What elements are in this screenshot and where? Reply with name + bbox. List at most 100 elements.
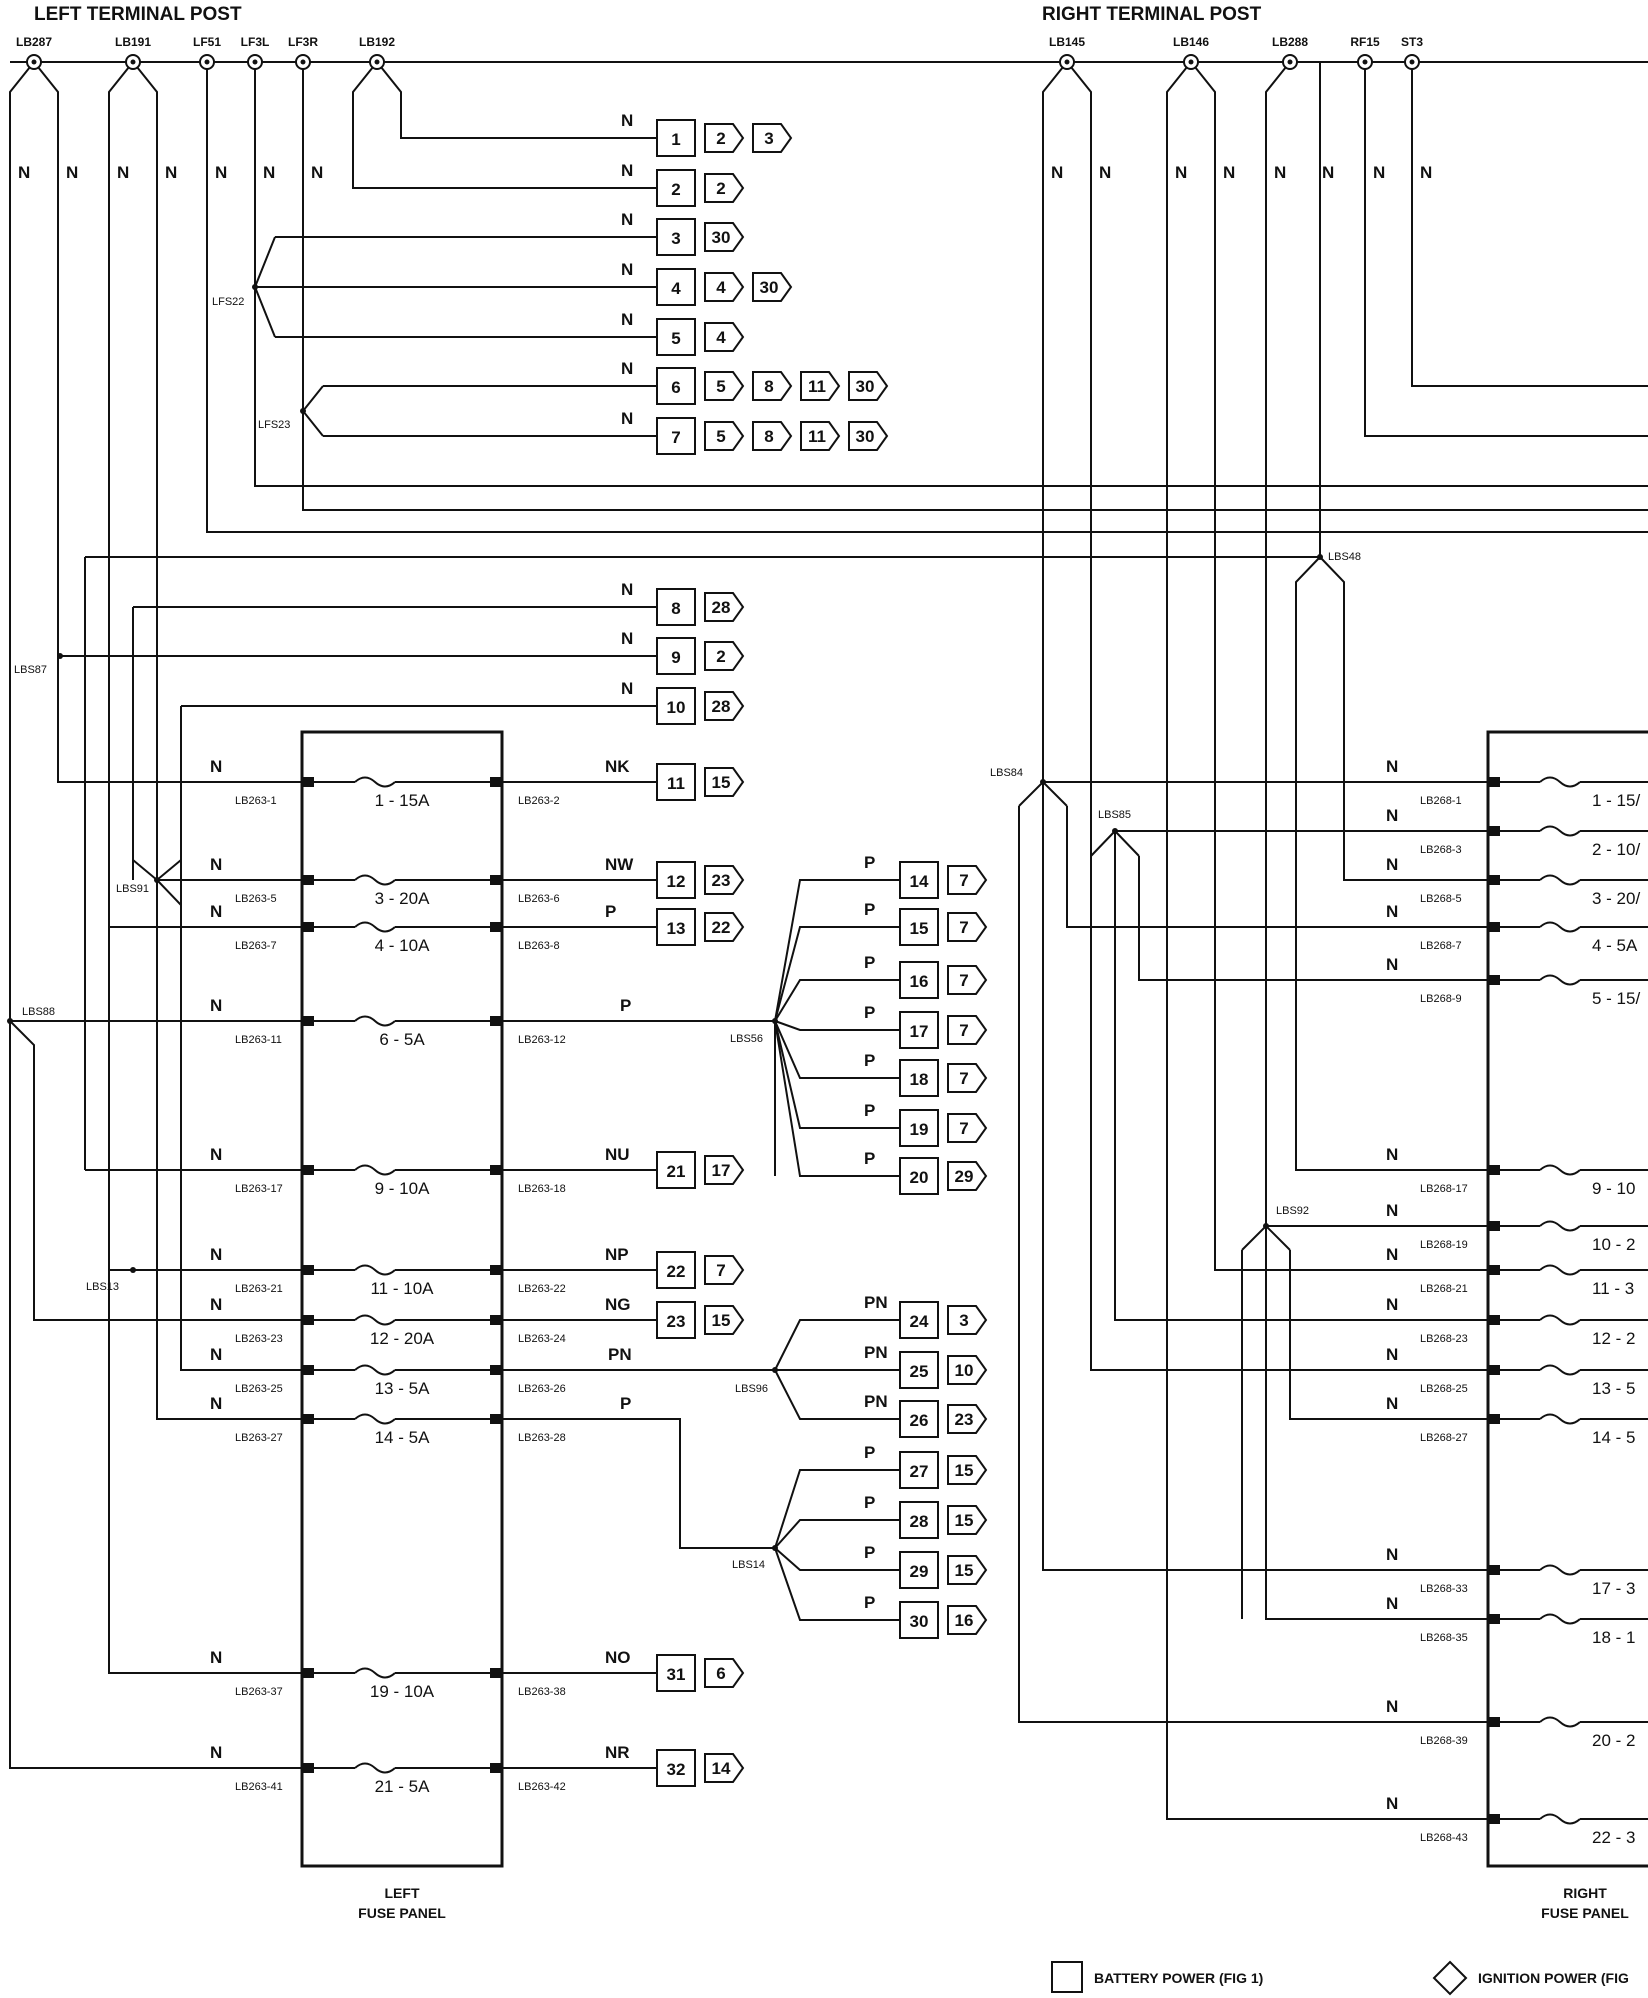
ignition-ref-arrow xyxy=(704,371,745,401)
ref-figure-number: 8 xyxy=(764,427,773,446)
circuit-number: 3 xyxy=(671,229,680,248)
ignition-ref-arrow xyxy=(947,1161,988,1191)
splice-dot xyxy=(1317,554,1323,560)
wire-lbs96-fan xyxy=(774,1369,900,1420)
right-fuse-in-terminal: LB268-19 xyxy=(1420,1239,1468,1251)
splice-lbs85: LBS85 xyxy=(1098,809,1131,821)
left-fuse-out-terminal: LB263-6 xyxy=(518,893,560,905)
splice-dot xyxy=(1040,779,1046,785)
left-post-label: LB287 xyxy=(16,35,52,49)
ignition-ref-arrow xyxy=(800,421,841,451)
circuit-number: 30 xyxy=(910,1612,929,1631)
left-fuse-label: 11 - 10A xyxy=(370,1279,434,1298)
left-fuse-in-terminal: LB263-21 xyxy=(235,1283,283,1295)
circuit-box xyxy=(656,861,696,899)
ignition-ref-arrow xyxy=(947,912,988,942)
circuit-box xyxy=(656,637,696,675)
left-fuse-in-terminal: LB263-23 xyxy=(235,1333,283,1345)
right-fuse-in-color: N xyxy=(1386,757,1398,776)
left-post-LB191-center xyxy=(130,59,136,65)
battery-power-legend: BATTERY POWER (FIG 1) xyxy=(1094,1970,1263,1986)
fuse-symbol xyxy=(354,1413,396,1425)
splice-dot xyxy=(772,1367,778,1373)
circuit-box xyxy=(899,1109,939,1147)
fuse-terminal xyxy=(1488,1315,1500,1325)
ignition-power-legend: IGNITION POWER (FIG xyxy=(1478,1970,1629,1986)
ignition-ref-arrow xyxy=(704,691,745,721)
right-fuse-panel-box xyxy=(1486,730,1648,1868)
out-wire-color: P xyxy=(605,902,616,921)
left-fuse-label: 13 - 5A xyxy=(375,1379,430,1398)
fuse-symbol xyxy=(1539,1564,1581,1576)
circuit-number: 24 xyxy=(910,1312,929,1331)
circuit-number: 12 xyxy=(667,872,686,891)
wire-lbs85-a xyxy=(1114,831,1488,1321)
right-fuse-in-color: N xyxy=(1386,855,1398,874)
right-fuse-in-terminal: LB268-23 xyxy=(1420,1333,1468,1345)
wire-rf15 xyxy=(1364,62,1648,437)
circuit-wire-color: PN xyxy=(864,1293,888,1312)
ref-figure-number: 2 xyxy=(716,129,725,148)
left-fuse-label: 19 - 10A xyxy=(370,1682,435,1701)
circuit-box xyxy=(899,1400,939,1438)
right-fuse-label: 20 - 2 xyxy=(1592,1731,1635,1750)
splice-lbs87: LBS87 xyxy=(14,664,47,676)
circuit-wire-color: N xyxy=(621,111,633,130)
circuit-number: 25 xyxy=(910,1362,929,1381)
left-panel-title-1: LEFT xyxy=(385,1885,420,1901)
left-post-LB192-center xyxy=(374,59,380,65)
left-fuse-in-color: N xyxy=(210,902,222,921)
left-fuse-out-terminal: LB263-2 xyxy=(518,795,560,807)
wire-lbs14-fan xyxy=(774,1469,900,1549)
right-post-label: ST3 xyxy=(1401,35,1423,49)
circuit-number: 13 xyxy=(667,919,686,938)
left-fuse-panel-box xyxy=(300,730,504,1868)
right-fuse-in-color: N xyxy=(1386,806,1398,825)
ignition-ref-arrow xyxy=(947,1404,988,1434)
right-panel-title-2: FUSE PANEL xyxy=(1541,1905,1629,1921)
ref-figure-number: 4 xyxy=(716,278,726,297)
right-post-label: LB146 xyxy=(1173,35,1209,49)
circuit-box xyxy=(656,1151,696,1189)
splice-lbs84: LBS84 xyxy=(990,767,1023,779)
out-wire-color: NR xyxy=(605,1743,630,1762)
circuit-wire-color: PN xyxy=(864,1343,888,1362)
circuit-number: 26 xyxy=(910,1411,929,1430)
right-fuse-in-terminal: LB268-5 xyxy=(1420,893,1462,905)
ignition-ref-arrow xyxy=(947,1113,988,1143)
wire-lbs84-b xyxy=(1066,806,1488,928)
wire-lb288-left xyxy=(1265,61,1488,1620)
fuse-terminal xyxy=(490,777,502,787)
fuse-terminal xyxy=(490,1315,502,1325)
splice-lbs88: LBS88 xyxy=(22,1006,55,1018)
circuit-wire-color: P xyxy=(864,1443,875,1462)
wire-color-n: N xyxy=(1322,163,1334,182)
splice-lbs13: LBS13 xyxy=(86,1281,119,1293)
fuse-terminal xyxy=(490,1265,502,1275)
left-fuse-label: 1 - 15A xyxy=(375,791,430,810)
left-fuse-out-terminal: LB263-38 xyxy=(518,1686,566,1698)
circuit-wire-color: N xyxy=(621,161,633,180)
circuit-wire-color: P xyxy=(864,1493,875,1512)
wire-lbs56-fan xyxy=(774,1020,900,1129)
ignition-power-legend-icon xyxy=(1432,1960,1468,1996)
wire-lbs56-fan xyxy=(774,926,900,1022)
out-wire-color: PN xyxy=(608,1345,632,1364)
wire-lb191-right xyxy=(132,61,302,1420)
splice-lbs92: LBS92 xyxy=(1276,1205,1309,1217)
out-wire-color: P xyxy=(620,1394,631,1413)
fuse-terminal xyxy=(490,1016,502,1026)
ref-figure-number: 28 xyxy=(712,598,731,617)
left-fuse-in-color: N xyxy=(210,1145,222,1164)
wire-color-n: N xyxy=(117,163,129,182)
circuit-number: 2 xyxy=(671,180,680,199)
circuit-box xyxy=(656,268,696,306)
fuse-terminal xyxy=(1488,1265,1500,1275)
circuit-box xyxy=(656,367,696,405)
right-fuse-label: 22 - 3 xyxy=(1592,1828,1635,1847)
circuit-number: 18 xyxy=(910,1070,929,1089)
circuit-wire-color: N xyxy=(621,679,633,698)
ref-figure-number: 7 xyxy=(959,971,968,990)
left-post-label: LF51 xyxy=(193,35,221,49)
ref-figure-number: 11 xyxy=(808,427,826,446)
